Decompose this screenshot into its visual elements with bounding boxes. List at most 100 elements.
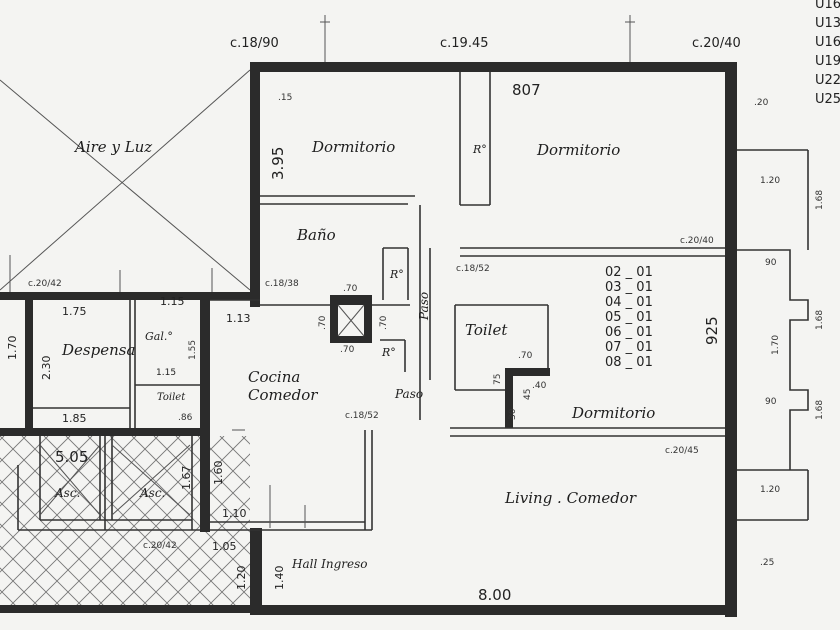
dim-120b: 1.20	[760, 176, 780, 186]
dim-168b: 1.68	[815, 310, 825, 330]
room-dormitorio-2: Dormitorio	[536, 141, 620, 159]
hatch-line	[286, 436, 466, 616]
unit-list-item: 04 _ 01	[605, 295, 653, 310]
hatch-line	[0, 436, 93, 529]
dim-230: 2.30	[40, 356, 53, 381]
elevator-x	[39, 444, 191, 516]
stair-hatch	[0, 436, 466, 616]
dim-070d: .70	[379, 315, 389, 330]
corner-label: U19	[815, 54, 840, 69]
room-aire-y-luz: Aire y Luz	[73, 138, 152, 156]
corner-label: U22	[815, 73, 840, 88]
level-c2040: c.20/40	[692, 36, 741, 51]
level-c1852: c.18/52	[456, 264, 490, 274]
label-r-bottom: R°	[381, 346, 396, 359]
room-toilet: Toilet	[465, 321, 508, 339]
dim-140: 1.40	[273, 566, 286, 591]
dim-105: 1.05	[212, 540, 237, 553]
dim-155: 1.55	[188, 340, 198, 360]
level-c2040b: c.20/40	[680, 236, 714, 246]
dim-030: 30	[508, 408, 518, 420]
level-c1852b: c.18/52	[345, 411, 379, 421]
level-c1838: c.18/38	[265, 279, 299, 289]
corner-label: U16	[815, 35, 840, 50]
hatch-line	[53, 436, 225, 606]
hatch-line	[0, 436, 137, 573]
dim-115b: 1.15	[156, 368, 176, 378]
hatch-line	[31, 436, 203, 606]
hatch-line	[264, 436, 444, 616]
dim-075: 75	[493, 374, 503, 385]
hatch-line	[97, 453, 250, 606]
dim-168: 1.68	[815, 190, 825, 210]
label-r-mid: R°	[389, 268, 404, 281]
dim-168c: 1.68	[815, 400, 825, 420]
unit-list-item: 06 _ 01	[605, 325, 653, 340]
dim-807: 807	[512, 81, 541, 99]
unit-list-item: 03 _ 01	[605, 280, 653, 295]
dim-086: .86	[178, 413, 193, 423]
walls	[0, 62, 737, 617]
hatch-line	[242, 436, 422, 616]
dim-185: 1.85	[62, 412, 87, 425]
dim-160: 1.60	[212, 461, 225, 486]
unit-list-item: 07 _ 01	[605, 340, 653, 355]
dim-015: .15	[278, 93, 292, 103]
room-cocina: Cocina	[248, 368, 300, 386]
partitions	[17, 72, 809, 531]
room-comedor: Comedor	[248, 386, 318, 404]
dim-020: .20	[754, 98, 769, 108]
room-paso-vertical: Paso	[417, 292, 431, 321]
room-despensa: Despensa	[61, 341, 135, 359]
dim-070c: .70	[318, 315, 328, 330]
hatch-line	[241, 436, 250, 445]
level-c2042: c.20/42	[28, 279, 62, 289]
hatch-line	[141, 497, 250, 606]
room-asc-2: Asc.	[139, 486, 165, 500]
dim-110: 1.10	[222, 507, 247, 520]
shaft-x	[337, 304, 365, 337]
corner-label: U16	[815, 0, 840, 12]
hatch-line	[185, 541, 250, 606]
dim-115: 1.15	[160, 295, 185, 308]
level-c2045: c.20/45	[665, 446, 699, 456]
dim-925: 925	[703, 316, 721, 345]
room-dormitorio-1: Dormitorio	[311, 138, 395, 156]
room-galeria: Gal.°	[145, 330, 173, 343]
hatch-line	[0, 589, 17, 606]
hatch-line	[163, 519, 250, 606]
hatch-line	[264, 436, 444, 616]
dim-090a: 90	[765, 258, 777, 268]
level-c1890: c.18/90	[230, 36, 279, 51]
dim-170: 1.70	[6, 336, 19, 361]
hatch-line	[9, 436, 181, 606]
dim-800: 8.00	[478, 586, 511, 604]
dimension-ticks	[9, 15, 635, 528]
room-hall-ingreso: Hall Ingreso	[291, 557, 367, 571]
dim-113: 1.13	[226, 312, 251, 325]
unit-list-item: 05 _ 01	[605, 310, 653, 325]
dim-505: 5.05	[55, 448, 88, 466]
room-living-comedor: Living . Comedor	[504, 489, 637, 507]
dim-170b: 1.70	[771, 335, 781, 355]
dim-090b: 90	[765, 397, 777, 407]
room-dormitorio-3: Dormitorio	[571, 404, 655, 422]
dim-045: 45	[523, 389, 533, 400]
unit-list-item: 02 _ 01	[605, 265, 653, 280]
dim-395: 3.95	[269, 147, 287, 180]
corner-label: U13	[815, 16, 840, 31]
hatch-line	[207, 563, 250, 606]
hatch-line	[197, 436, 250, 489]
dim-120c: 1.20	[760, 485, 780, 495]
light-shaft-lines	[0, 69, 251, 291]
hatch-line	[0, 567, 39, 606]
room-toilet-small: Toilet	[157, 392, 186, 403]
dim-070a: .70	[343, 284, 358, 294]
dim-070b: .70	[340, 345, 355, 355]
label-r-top: R°	[472, 143, 487, 156]
hatch-line	[286, 436, 466, 616]
dim-120: 1.20	[235, 566, 248, 591]
